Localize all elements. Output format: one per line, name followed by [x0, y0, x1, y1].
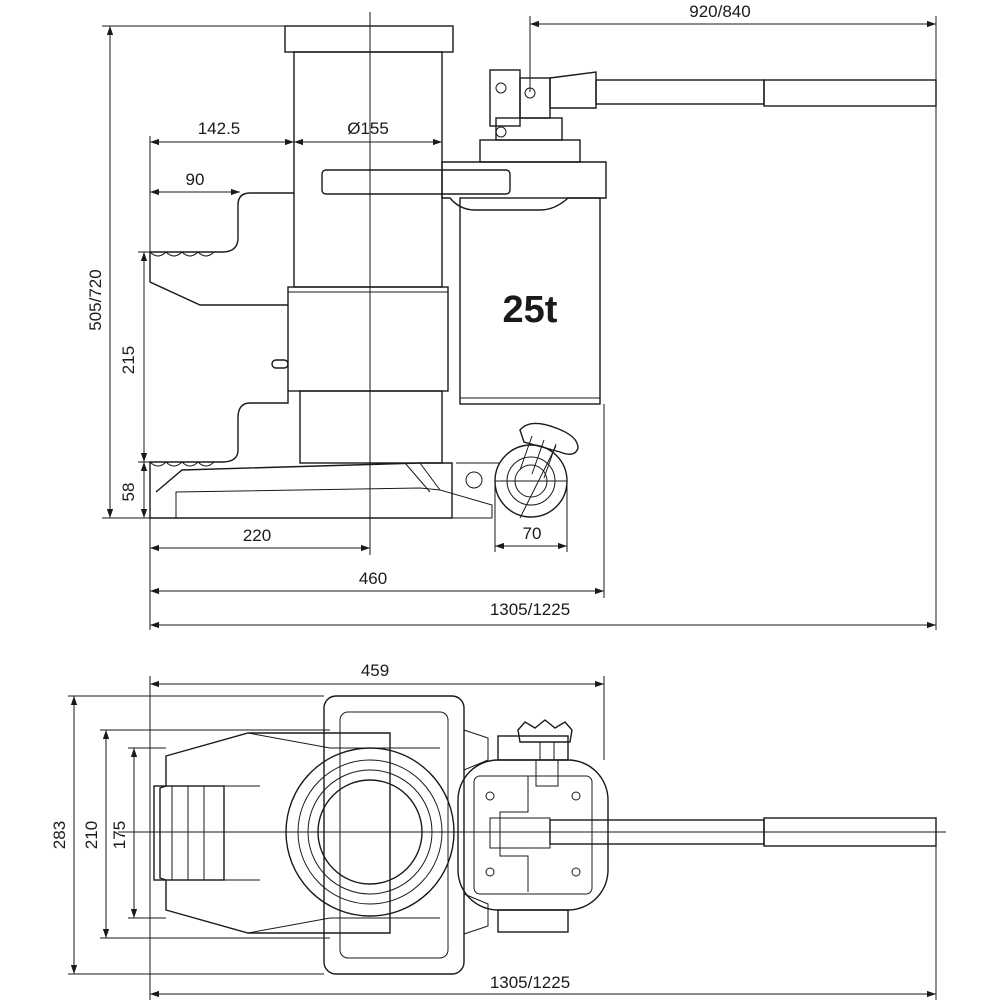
dim-toe-stroke: 215 [119, 251, 150, 463]
dim-wheel: 70 [494, 445, 568, 552]
svg-text:90: 90 [186, 170, 205, 189]
dim-overall-width: 283 [50, 695, 324, 975]
dim-handle-reach: 920/840 [529, 2, 937, 92]
svg-text:58: 58 [119, 483, 138, 502]
svg-text:1305/1225: 1305/1225 [490, 600, 570, 619]
oil-reservoir [459, 197, 601, 405]
dim-base-to-center: 220 [149, 518, 370, 556]
top-view: 459 283 210 175 1305/1225 [50, 661, 946, 1000]
upper-toe [149, 192, 294, 306]
svg-text:142.5: 142.5 [198, 119, 241, 138]
dim-body-length: 460 [149, 404, 605, 630]
pump-piston [519, 77, 551, 119]
svg-text:1305/1225: 1305/1225 [490, 973, 570, 992]
dim-toe-depth: 90 [150, 170, 240, 196]
cylinder-body [299, 390, 443, 464]
svg-text:Ø155: Ø155 [347, 119, 389, 138]
release-valve[interactable] [519, 422, 579, 479]
pump-housing [479, 139, 581, 163]
oil-screw [271, 359, 289, 369]
cylinder-collar [287, 286, 449, 392]
pump-block-top [457, 735, 609, 933]
capacity-label: 25t [503, 289, 558, 331]
svg-text:920/840: 920/840 [689, 2, 750, 21]
pump-head [441, 161, 607, 211]
pump-handle[interactable] [595, 79, 937, 107]
carry-handle[interactable] [321, 169, 511, 195]
dim-total-height: 505/720 [86, 25, 285, 519]
wheel [494, 444, 568, 518]
side-view: 25t 920/840 [86, 2, 937, 630]
svg-text:175: 175 [110, 821, 129, 849]
dim-base-width: 210 [82, 729, 330, 939]
svg-text:505/720: 505/720 [86, 269, 105, 330]
svg-text:220: 220 [243, 526, 271, 545]
dim-overall-length-top: 1305/1225 [150, 846, 937, 1000]
svg-text:210: 210 [82, 821, 101, 849]
carry-handle-top[interactable] [323, 695, 465, 975]
lower-toe [149, 391, 289, 519]
base-outline [159, 732, 391, 934]
pump-lever-link [489, 69, 521, 127]
ram-top-cap [284, 25, 454, 53]
dim-foot-offset: 142.5 [149, 119, 294, 252]
svg-text:215: 215 [119, 346, 138, 374]
dim-toe-width: 175 [110, 747, 166, 919]
dim-overall-length-side: 1305/1225 [150, 106, 937, 630]
handle-socket [549, 71, 597, 109]
svg-text:459: 459 [361, 661, 389, 680]
release-valve-top[interactable] [517, 719, 573, 787]
dim-ram-diameter: Ø155 [293, 52, 443, 146]
toe-ribs [153, 785, 225, 881]
svg-text:70: 70 [523, 524, 542, 543]
svg-text:283: 283 [50, 821, 69, 849]
svg-text:460: 460 [359, 569, 387, 588]
dim-toe-min-height: 58 [119, 462, 148, 518]
base-plate [155, 462, 453, 519]
